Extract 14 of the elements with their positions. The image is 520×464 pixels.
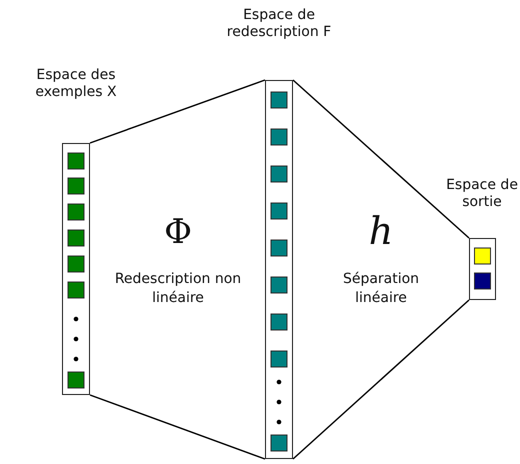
space-heading: Espace des exemples X — [34, 67, 118, 101]
function-symbol: h — [368, 210, 394, 252]
connector-line — [292, 79, 470, 239]
space-heading: Espace de sortie — [445, 177, 519, 211]
function-symbol: Φ — [163, 212, 193, 252]
mapping-label: Redescription non linéaire — [114, 270, 242, 308]
connector-line — [90, 79, 266, 144]
connector-line — [292, 299, 470, 460]
space-heading: Espace de redescription F — [226, 7, 332, 41]
vector-column — [62, 143, 90, 395]
connector-line — [90, 394, 266, 460]
mapping-label: Séparation linéaire — [342, 270, 420, 308]
vector-column — [265, 80, 293, 459]
vector-column — [469, 238, 496, 300]
